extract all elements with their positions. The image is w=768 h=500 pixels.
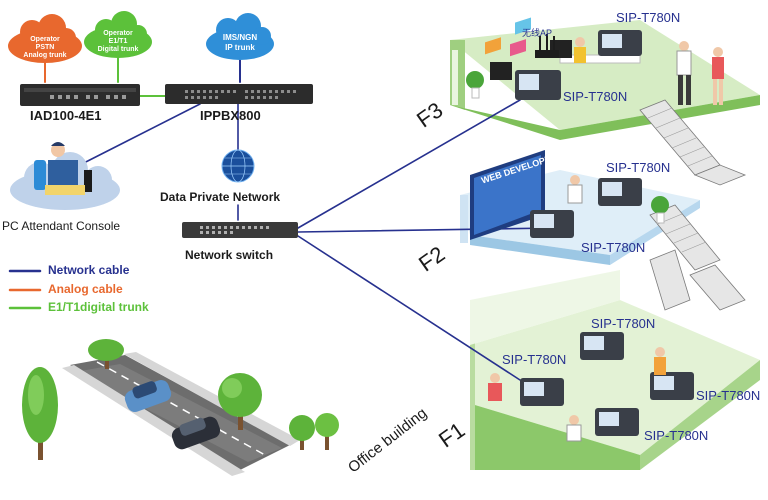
legend-network: Network cable	[48, 263, 130, 277]
cloud-pstn: Operator PSTN Analog trunk	[15, 36, 75, 60]
stair-steps	[647, 107, 713, 253]
f3-office	[466, 30, 724, 105]
data-network-label: Data Private Network	[160, 190, 281, 204]
cables	[44, 57, 556, 381]
staircase	[639, 99, 747, 311]
legend-analog: Analog cable	[48, 282, 123, 296]
floor-f1	[470, 270, 760, 470]
cloud-ims: IMS/NGN IP trunk	[210, 33, 270, 53]
ippbx-device	[165, 84, 313, 104]
attendant-person	[34, 142, 92, 195]
phone-label-f2-bot: SIP-T780N	[581, 240, 646, 255]
ippbx-label: IPPBX800	[200, 108, 261, 123]
cloud-e1t1-line2: E1/T1	[108, 38, 128, 45]
f1-office	[488, 332, 694, 442]
phone-label-f3-mid: SIP-T780N	[563, 89, 628, 104]
dark-car	[171, 416, 221, 450]
cloud-pstn-line3: Analog trunk	[23, 52, 67, 59]
ap-label: 无线AP	[522, 28, 553, 38]
cloud-ims-shape	[206, 13, 274, 60]
road-scene	[62, 352, 300, 476]
attendant-label: PC Attendant Console	[2, 219, 121, 233]
iad-label: IAD100-4E1	[30, 108, 102, 123]
globe-icon	[221, 149, 255, 183]
switch-label: Network switch	[185, 248, 274, 262]
cloud-e1t1-line1: Operator	[103, 30, 133, 37]
cloud-pstn-line2: PSTN	[35, 44, 55, 51]
phone-label-f1-c: SIP-T780N	[696, 388, 761, 403]
cloud-pstn-line1: Operator	[30, 36, 60, 43]
legend-swatches	[8, 269, 42, 310]
trees	[22, 339, 339, 460]
cloud-e1t1: Operator E1/T1 Digital trunk	[88, 30, 148, 54]
f2-office	[470, 17, 669, 240]
phone-label-f1-b: SIP-T780N	[502, 352, 567, 367]
cloud-e1t1-shape	[84, 11, 152, 58]
iad-device	[20, 84, 140, 106]
phone-label-f2-top: SIP-T780N	[606, 160, 671, 175]
phone-label-f3-top: SIP-T780N	[616, 10, 681, 25]
cloud-ims-line2: IP trunk	[225, 43, 255, 52]
legend-digital: E1/T1digital trunk	[48, 300, 149, 314]
blue-car	[124, 380, 172, 412]
phone-label-f1-d: SIP-T780N	[644, 428, 709, 443]
cloud-pstn-shape	[8, 14, 82, 63]
switch-device	[182, 222, 298, 238]
cloud-e1t1-line3: Digital trunk	[97, 46, 139, 53]
cloud-ims-line1: IMS/NGN	[222, 33, 258, 42]
phone-label-f1-a: SIP-T780N	[591, 316, 656, 331]
